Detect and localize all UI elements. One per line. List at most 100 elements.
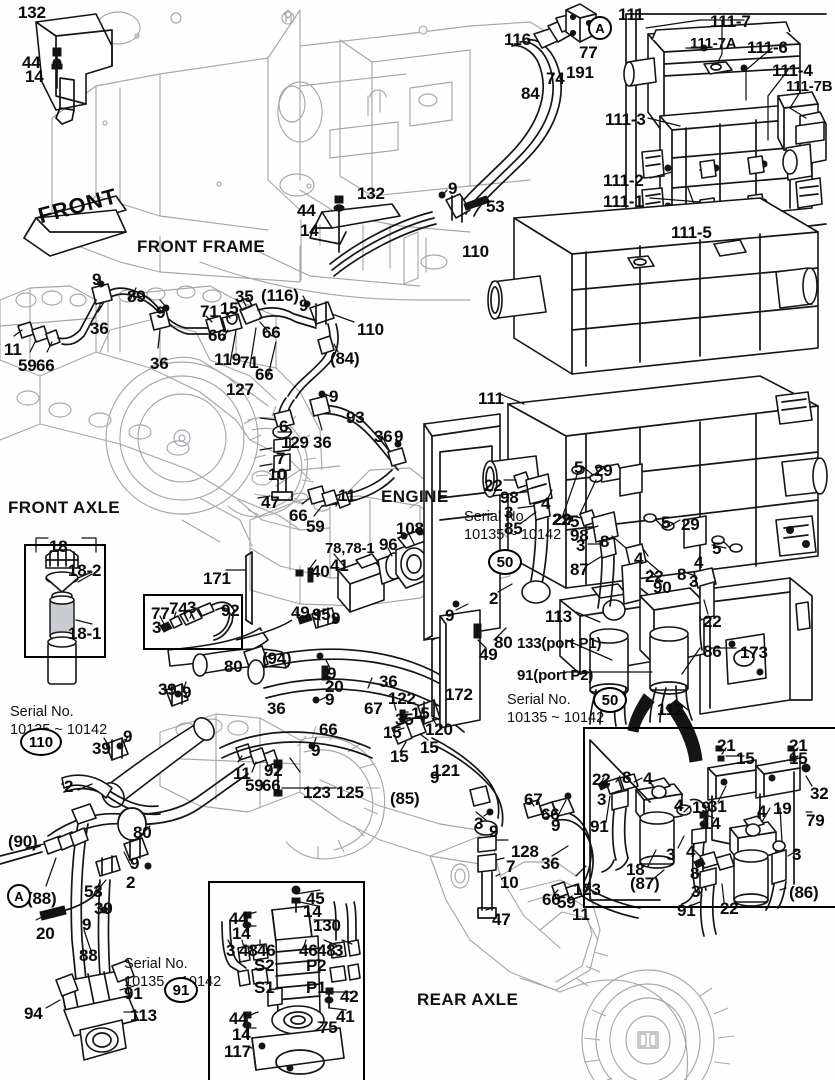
part-callout-120: 120	[425, 720, 453, 739]
part-callout-111-2: 111-2	[603, 171, 644, 190]
serial-circle-110: 110	[20, 728, 62, 756]
part-callout-2: 2	[489, 589, 499, 608]
part-callout-35: 35	[395, 710, 414, 729]
part-callout-111-7A: 111-7A	[690, 35, 737, 52]
part-callout-20: 20	[325, 677, 344, 696]
part-callout-89: 89	[127, 287, 146, 306]
part-132-left-bracket	[35, 13, 113, 125]
part-callout-111-5: 111-5	[671, 223, 712, 242]
part-callout-96: 96	[379, 535, 398, 554]
part-callout-4: 4	[634, 549, 644, 568]
part-callout-15: 15	[789, 749, 808, 768]
part-callout-44: 44	[229, 1009, 248, 1028]
part-callout-173: 173	[740, 643, 768, 662]
part-callout-49: 49	[291, 603, 310, 622]
part-callout-3: 3	[597, 790, 607, 809]
part-callout-9: 9	[130, 854, 140, 873]
part-callout-79: 79	[806, 811, 825, 830]
part-callout-7: 7	[506, 857, 516, 876]
part-callout-5: 5	[570, 512, 580, 531]
part-callout-29: 29	[594, 461, 613, 480]
serial-circle-50-cooler: 50	[593, 687, 627, 713]
part-callout-P1: P1	[306, 978, 327, 997]
part-callout-71: 71	[240, 353, 259, 372]
part-callout-3: 3	[504, 503, 514, 522]
part-callout-116: 116	[504, 30, 531, 49]
part-callout-113: 113	[545, 607, 572, 626]
part-callout-88: (88)	[27, 889, 57, 908]
part-callout-128: 128	[511, 842, 539, 861]
part-callout-4: 4	[674, 796, 684, 815]
serial-line-1: Serial No.	[464, 509, 528, 525]
part-callout-15: 15	[411, 704, 430, 723]
part-callout-11: 11	[4, 340, 22, 359]
serial-line-2: 10135 ~ 10142	[507, 710, 605, 727]
part-callout-74: 74	[169, 599, 188, 618]
part-callout-53: 53	[84, 882, 103, 901]
part-callout-9: 9	[331, 609, 341, 628]
front-frame-label: FRONT FRAME	[137, 237, 266, 256]
part-callout-66: 66	[36, 356, 55, 375]
part-callout-44: 44	[229, 909, 248, 928]
part-callout-80: 80	[224, 657, 243, 676]
part-callout-3: 3	[152, 618, 162, 637]
part-callout-19: 19	[692, 798, 711, 817]
part-callout-123: 123	[573, 880, 601, 899]
part-callout-9: 9	[92, 270, 102, 289]
part-callout-5: 5	[574, 458, 584, 477]
part-callout-22: 22	[592, 770, 611, 789]
part-callout-66: 66	[262, 323, 281, 342]
part-callout-21: 21	[789, 736, 808, 755]
part-callout-9: 9	[82, 915, 92, 934]
part-callout-4: 4	[757, 802, 767, 821]
part-callout-18-2: 18-2	[68, 561, 102, 580]
part-callout-74: 74	[546, 69, 565, 88]
part-callout-132: 132	[357, 184, 385, 203]
part-callout-122: 122	[388, 689, 416, 708]
part-callout-39: 39	[94, 899, 113, 918]
part-callout-111-7B: 111-7B	[786, 78, 833, 95]
part-callout-45: 45	[306, 889, 325, 908]
part-callout-7878-1: 78,78-1	[325, 540, 375, 557]
filter-assembly-box	[583, 727, 835, 908]
part-callout-111: 111	[618, 5, 644, 24]
part-callout-66: 66	[319, 720, 338, 739]
part-callout-86: 86	[703, 642, 722, 661]
serial-line-1: Serial No.	[124, 956, 188, 972]
part-callout-67: 67	[364, 699, 383, 718]
serial-line-2: 10135 ~ 10142	[464, 527, 562, 544]
part-callout-84: 84	[521, 84, 540, 103]
part-callout-133portP1: 133(port P1)	[517, 635, 602, 652]
valve-inset-drawing	[221, 885, 361, 1075]
part-callout-18: 18	[49, 537, 68, 556]
part-callout-66: 66	[541, 805, 560, 824]
part-callout-14: 14	[300, 221, 319, 240]
part-callout-3: 3	[334, 941, 344, 960]
part-callout-A: A	[588, 16, 612, 40]
part-callout-3: 3	[226, 941, 236, 960]
part-callout-80: 80	[494, 633, 513, 652]
part-callout-9: 9	[430, 768, 440, 787]
part-callout-47: 47	[492, 910, 511, 929]
part-callout-3: 3	[691, 882, 701, 901]
part-callout-112: 112	[657, 700, 684, 719]
part-callout-18: 18	[626, 860, 645, 879]
valve-detail-box	[208, 881, 365, 1080]
oil-cooler-111-lower	[423, 197, 828, 763]
part-callout-P2: P2	[306, 956, 327, 975]
part-callout-9: 9	[325, 690, 335, 709]
part-callout-8: 8	[677, 565, 687, 584]
part-callout-36: 36	[150, 354, 169, 373]
part-callout-9: 9	[123, 727, 133, 746]
part-callout-15: 15	[390, 747, 409, 766]
rear-axle-ghost	[159, 713, 735, 1080]
part-callout-46: 46	[257, 941, 276, 960]
part-callout-15: 15	[383, 723, 402, 742]
hose-80-rear	[0, 619, 293, 1061]
part-callout-4: 4	[694, 553, 704, 572]
part-callout-7: 7	[276, 449, 286, 468]
part-callout-32: 32	[810, 784, 829, 803]
part-callout-9: 9	[551, 816, 561, 835]
part-callout-95: 95	[312, 605, 331, 624]
